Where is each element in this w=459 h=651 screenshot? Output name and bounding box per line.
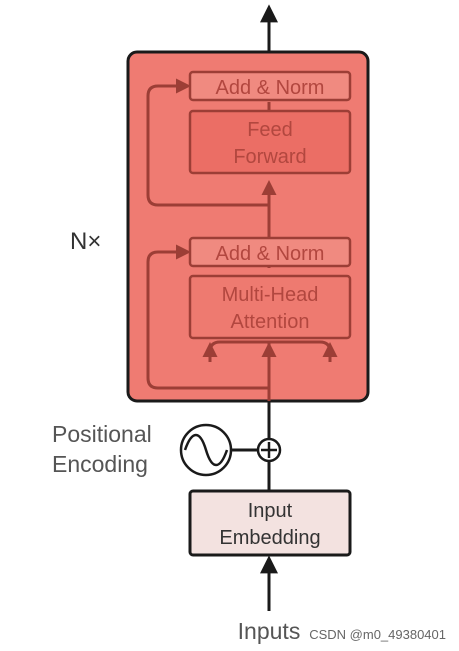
encoder-flow-lines — [146, 76, 338, 401]
feed-forward-box — [188, 109, 352, 175]
repeat-label: N× — [70, 228, 101, 255]
watermark-text: CSDN @m0_49380401 — [309, 627, 446, 642]
attention-add-norm-label: Add & Norm — [216, 243, 325, 265]
multi-head-attention-box — [188, 274, 352, 340]
positional-label-line2: Encoding — [52, 451, 148, 477]
positional-label-line1: Positional — [52, 421, 152, 447]
ffn-residual-path — [146, 78, 269, 207]
input-embedding-box — [188, 489, 352, 557]
attention-label-line1: Multi-Head — [222, 284, 319, 306]
ffn-add-norm-label: Add & Norm — [216, 77, 325, 99]
input-embedding-label-line2: Embedding — [219, 527, 320, 549]
ffn-add-norm-box — [188, 70, 352, 102]
feed-forward-label-line2: Forward — [233, 146, 306, 168]
attention-add-norm-box — [188, 236, 352, 268]
input-embedding-label-line1: Input — [248, 500, 293, 522]
feed-forward-label-line1: Feed — [247, 119, 293, 141]
inputs-label: Inputs — [238, 618, 301, 644]
attention-residual-path — [146, 244, 269, 390]
attention-label-line2: Attention — [231, 311, 310, 333]
sine-wave-path — [183, 433, 229, 467]
encoder-block — [126, 50, 370, 403]
